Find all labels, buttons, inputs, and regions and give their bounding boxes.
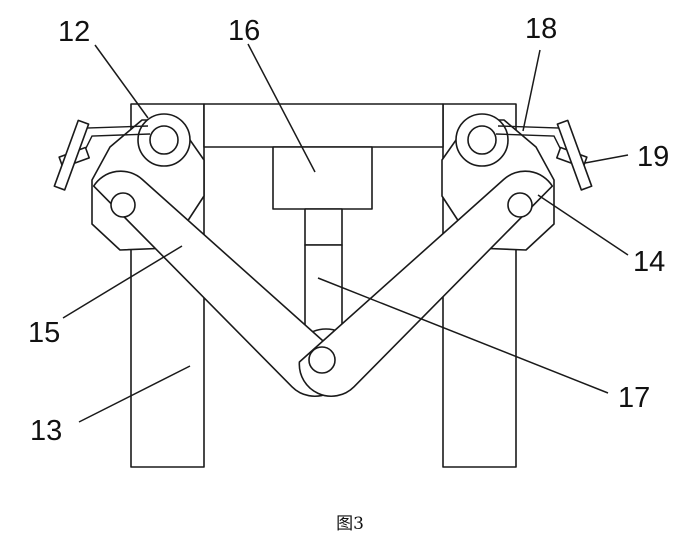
label-16: 16 <box>228 15 260 47</box>
bottom-joint-pin <box>308 346 336 374</box>
right-arm-14 <box>298 170 554 397</box>
label-15: 15 <box>28 317 60 349</box>
leader-14 <box>537 194 629 256</box>
right-arm-top-pin <box>507 192 533 218</box>
leader-13 <box>78 365 191 423</box>
label-19: 19 <box>637 141 669 173</box>
leader-12 <box>94 44 149 119</box>
cylinder-block-16 <box>272 146 373 210</box>
right-clamp-bolt-19 <box>556 119 593 191</box>
leader-17 <box>317 277 609 394</box>
left-pivot-hub <box>149 125 179 155</box>
left-clamp-bolt <box>53 119 90 191</box>
label-17: 17 <box>618 382 650 414</box>
label-18: 18 <box>525 13 557 45</box>
left-arm-top-pin <box>110 192 136 218</box>
leader-15 <box>62 245 183 319</box>
label-12: 12 <box>58 16 90 48</box>
top-crossbeam <box>203 103 444 148</box>
leader-19 <box>584 154 629 164</box>
leader-16 <box>247 43 316 173</box>
rod-upper-17 <box>304 208 343 246</box>
right-pivot-hub <box>467 125 497 155</box>
label-13: 13 <box>30 415 62 447</box>
figure-caption: 图3 <box>336 514 364 534</box>
leader-18 <box>522 49 541 132</box>
label-14: 14 <box>633 246 665 278</box>
